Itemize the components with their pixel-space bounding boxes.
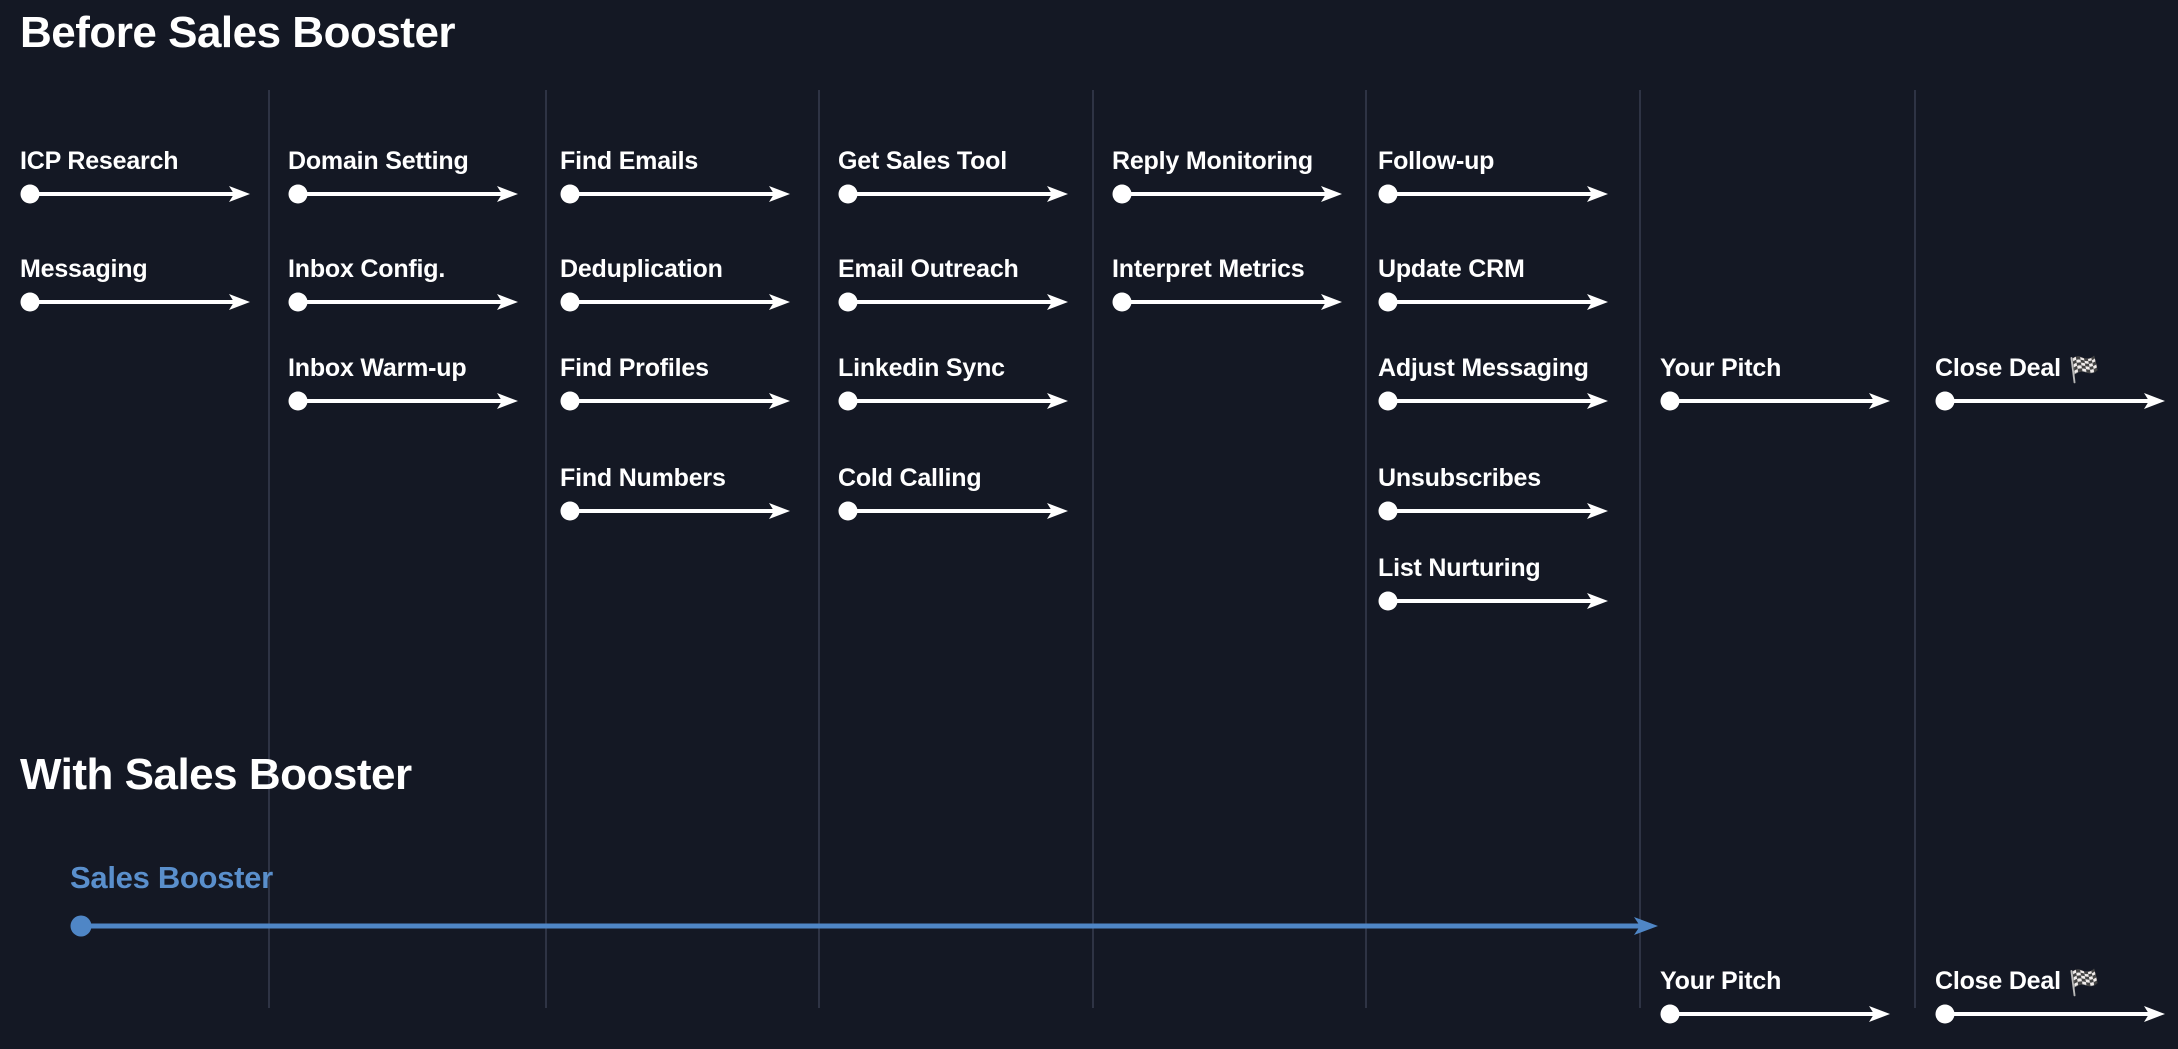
task-label: Close Deal🏁 [1935,354,2178,384]
task-label: Find Emails [560,147,699,175]
task-label: Get Sales Tool [838,147,1008,175]
column-divider-3 [818,90,820,1008]
task-update-crm[interactable]: Update CRM [1378,255,1626,313]
task-inbox-config[interactable]: Inbox Config. [288,255,536,313]
task-icp-research[interactable]: ICP Research [20,147,268,205]
sales-booster-arrow [70,914,1670,938]
task-your-pitch-before[interactable]: Your Pitch [1660,354,1908,412]
task-arrow [288,390,536,412]
task-get-sales-tool[interactable]: Get Sales Tool [838,147,1086,205]
task-sales-booster[interactable]: Sales Booster [70,860,1670,938]
task-label: Domain Setting [288,147,469,175]
sales-booster-label: Sales Booster [70,860,273,895]
task-label: Find Numbers [560,464,726,492]
task-find-numbers[interactable]: Find Numbers [560,464,808,522]
checkered-flag-icon: 🏁 [2068,969,2100,997]
task-label: Linkedin Sync [838,354,1005,382]
column-divider-6 [1639,90,1641,1008]
task-messaging[interactable]: Messaging [20,255,268,313]
task-arrow [1378,500,1626,522]
task-label: Follow-up [1378,147,1495,175]
task-arrow [288,183,536,205]
task-find-profiles[interactable]: Find Profiles [560,354,808,412]
checkered-flag-icon: 🏁 [2068,356,2100,384]
task-list-nurturing[interactable]: List Nurturing [1378,554,1626,612]
column-divider-5 [1365,90,1367,1008]
task-arrow [288,291,536,313]
task-label: Inbox Config. [288,255,446,283]
task-label: Update CRM [1378,255,1525,283]
task-label: Adjust Messaging [1378,354,1589,382]
task-label: Reply Monitoring [1112,147,1313,175]
task-arrow [838,500,1086,522]
task-unsubscribes[interactable]: Unsubscribes [1378,464,1626,522]
task-inbox-warm-up[interactable]: Inbox Warm-up [288,354,536,412]
task-arrow [838,183,1086,205]
task-arrow [1935,1003,2178,1025]
task-arrow [20,183,268,205]
task-arrow [1112,291,1360,313]
task-arrow [838,390,1086,412]
task-label: Inbox Warm-up [288,354,467,382]
task-cold-calling[interactable]: Cold Calling [838,464,1086,522]
task-find-emails[interactable]: Find Emails [560,147,808,205]
task-close-deal-before[interactable]: Close Deal🏁 [1935,354,2178,412]
task-your-pitch-with[interactable]: Your Pitch [1660,967,1908,1025]
task-label: Email Outreach [838,255,1019,283]
section-title-before: Before Sales Booster [20,8,456,57]
task-label: Close Deal🏁 [1935,967,2178,997]
task-arrow [1660,1003,1908,1025]
task-interpret-metrics[interactable]: Interpret Metrics [1112,255,1360,313]
task-label: Cold Calling [838,464,982,492]
task-arrow [560,390,808,412]
task-label: Deduplication [560,255,723,283]
column-divider-2 [545,90,547,1008]
task-email-outreach[interactable]: Email Outreach [838,255,1086,313]
task-arrow [20,291,268,313]
task-arrow [1112,183,1360,205]
task-label: Your Pitch [1660,354,1782,382]
task-adjust-messaging[interactable]: Adjust Messaging [1378,354,1626,412]
task-label: Your Pitch [1660,967,1782,995]
task-arrow [1378,390,1626,412]
column-divider-1 [268,90,270,1008]
task-deduplication[interactable]: Deduplication [560,255,808,313]
task-arrow [1378,590,1626,612]
task-arrow [1660,390,1908,412]
close-deal-text: Close Deal [1935,354,2061,382]
task-label: Messaging [20,255,148,283]
task-arrow [1935,390,2178,412]
task-arrow [560,291,808,313]
task-arrow [1378,291,1626,313]
task-reply-monitoring[interactable]: Reply Monitoring [1112,147,1360,205]
close-deal-text: Close Deal [1935,967,2061,995]
task-label: List Nurturing [1378,554,1541,582]
task-arrow [560,500,808,522]
task-linkedin-sync[interactable]: Linkedin Sync [838,354,1086,412]
task-label: Interpret Metrics [1112,255,1305,283]
task-domain-setting[interactable]: Domain Setting [288,147,536,205]
task-label: ICP Research [20,147,179,175]
task-arrow [1378,183,1626,205]
section-title-with: With Sales Booster [20,750,412,799]
task-label: Find Profiles [560,354,709,382]
column-divider-4 [1092,90,1094,1008]
task-arrow [838,291,1086,313]
task-label: Unsubscribes [1378,464,1541,492]
task-arrow [560,183,808,205]
column-divider-7 [1914,90,1916,1008]
task-follow-up[interactable]: Follow-up [1378,147,1626,205]
task-close-deal-with[interactable]: Close Deal🏁 [1935,967,2178,1025]
